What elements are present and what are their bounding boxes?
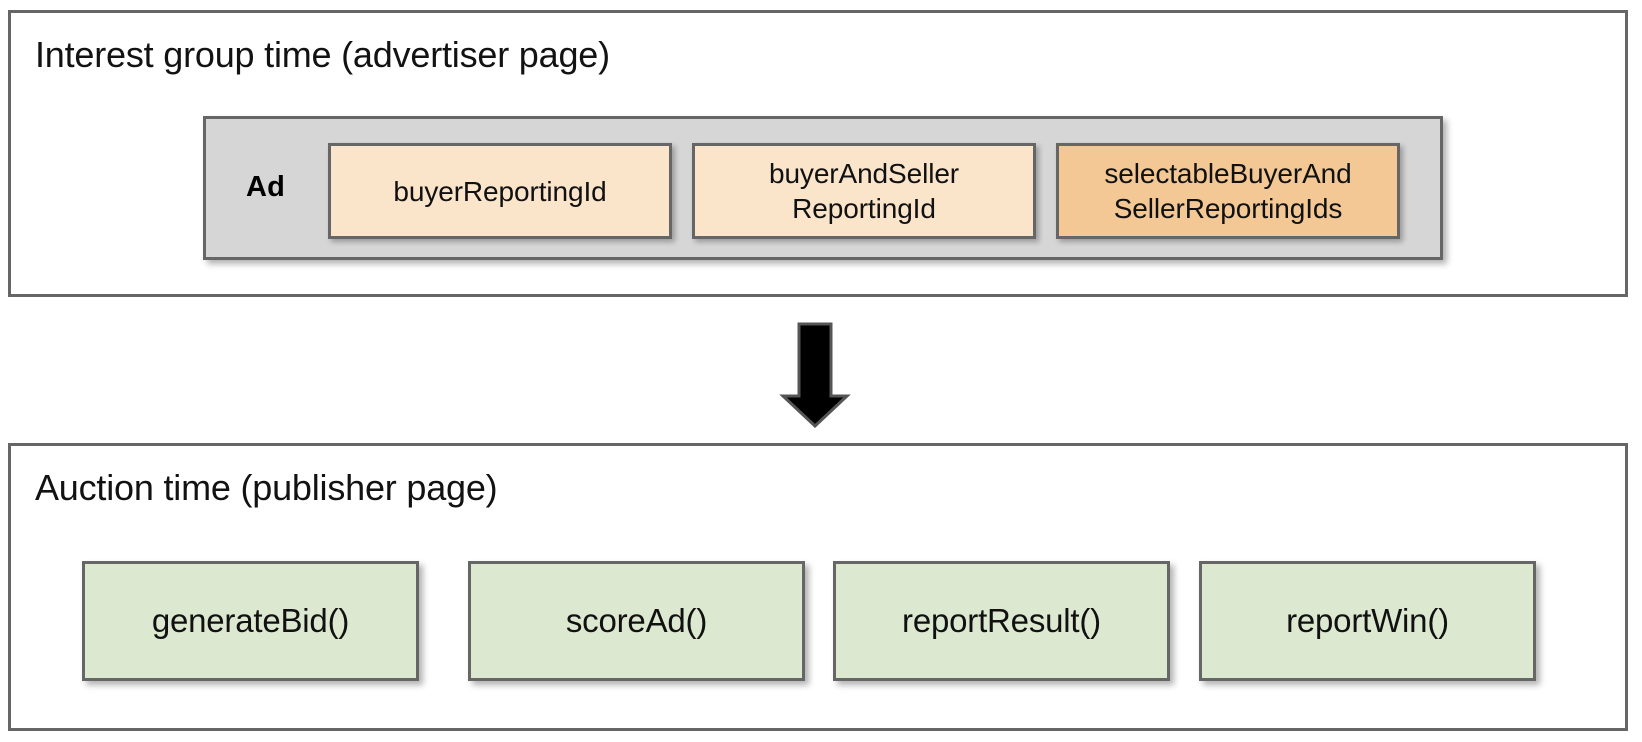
advertiser-section-title: Interest group time (advertiser page) [35,34,610,75]
reporting-id-label-line1: selectableBuyerAnd [1104,158,1352,189]
reporting-id-label-line2: ReportingId [792,193,936,224]
function-box-label: reportWin() [1286,602,1449,639]
function-box-report-result: reportResult() [833,561,1170,681]
auction-section-title: Auction time (publisher page) [35,467,498,508]
function-box-score-ad: scoreAd() [468,561,805,681]
ad-label: Ad [246,171,286,203]
reporting-id-label: buyerReportingId [393,175,607,207]
auction-section: Auction time (publisher page) generateBi… [8,443,1628,731]
reporting-id-box-selectable-buyer-and-seller-reporting-ids: selectableBuyerAnd SellerReportingIds [1056,143,1400,239]
reporting-id-box-buyer-and-seller-reporting-id: buyerAndSeller ReportingId [692,143,1036,239]
ad-container: Ad buyerReportingId buyerAndSeller Repor… [203,116,1443,260]
function-box-report-win: reportWin() [1199,561,1536,681]
reporting-id-box-buyer-reporting-id: buyerReportingId [328,143,672,239]
advertiser-section: Interest group time (advertiser page) Ad… [8,10,1628,297]
function-box-label: reportResult() [902,602,1101,639]
function-box-label: scoreAd() [565,602,708,639]
down-arrow-icon [779,322,851,428]
function-box-label: generateBid() [151,602,350,639]
reporting-id-label: buyerAndSeller ReportingId [769,156,959,226]
reporting-id-label: selectableBuyerAnd SellerReportingIds [1104,156,1351,226]
reporting-id-label-line2: SellerReportingIds [1113,193,1343,224]
function-box-generate-bid: generateBid() [82,561,419,681]
reporting-id-label-line1: buyerAndSeller [768,158,960,189]
